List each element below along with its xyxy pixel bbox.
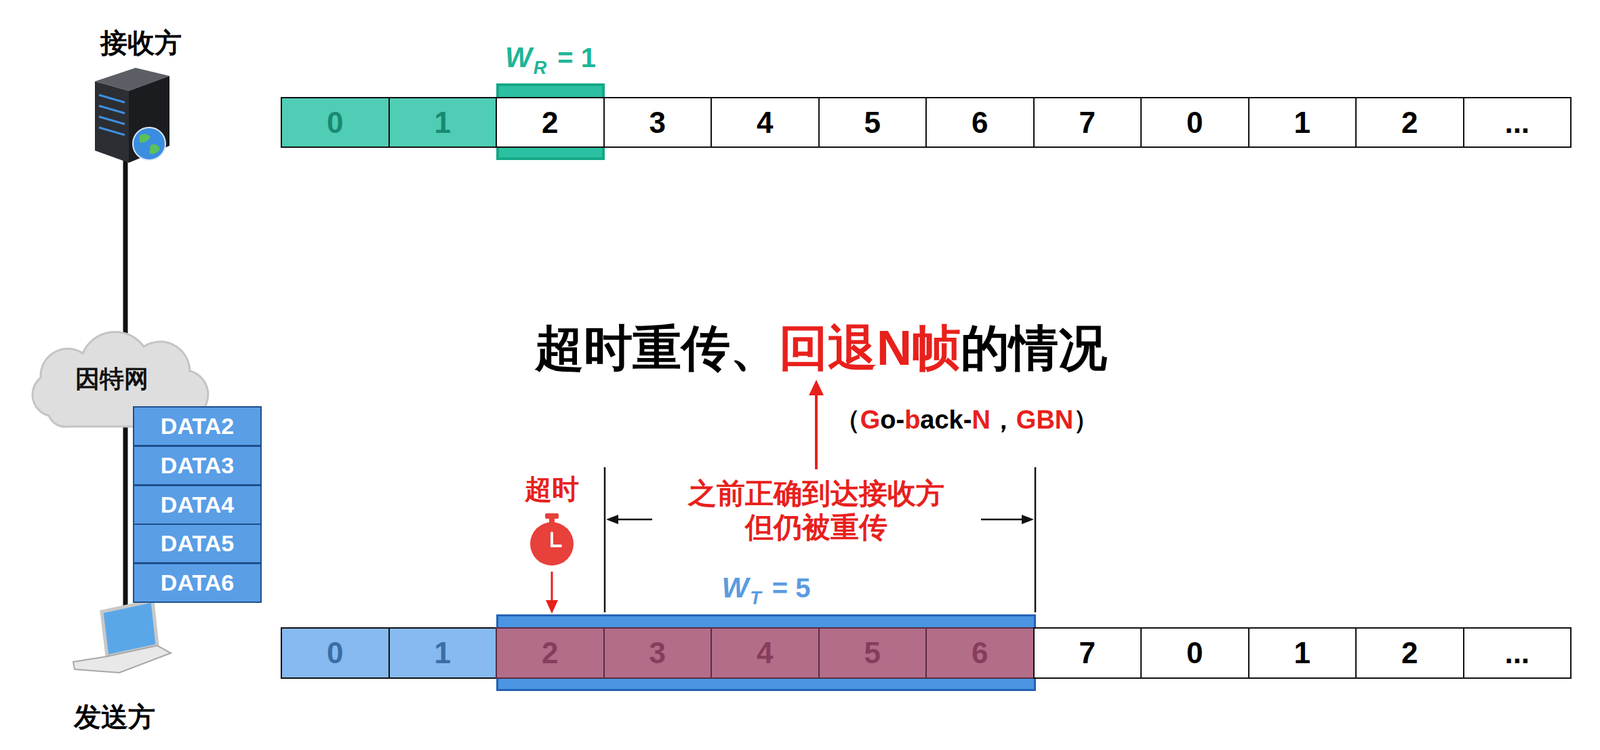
window-label: WT= 5 (498, 571, 1034, 605)
frame-number: 0 (326, 105, 344, 140)
bracket (604, 467, 1036, 613)
frame-number: ... (1504, 105, 1530, 140)
title-text: GBN (1016, 405, 1074, 435)
frame-number: 2 (1401, 105, 1418, 140)
sender-frame-cell: 0 (1140, 627, 1250, 679)
data-frame-box: DATA3 (132, 445, 262, 486)
frame-number: 1 (434, 635, 451, 670)
data-frame-label: DATA5 (160, 530, 234, 557)
title-text: ack- (920, 405, 972, 435)
receiver-frame-cell: 3 (603, 96, 713, 148)
frame-number: 4 (756, 635, 773, 670)
title-text: 的情况 (960, 315, 1108, 382)
title-text: （ (834, 402, 861, 438)
frame-number: 0 (326, 635, 344, 670)
frame-number: ... (1504, 635, 1530, 670)
title-text: ） (1073, 402, 1099, 438)
frame-number: 7 (1079, 635, 1096, 670)
frame-number: 4 (756, 105, 773, 140)
data-frame-box: DATA5 (132, 523, 262, 564)
receiver-frame-cell: 0 (280, 96, 390, 148)
receiver-frame-cell: 1 (388, 96, 498, 148)
sender-frame-cell: 2 (495, 627, 605, 679)
receiver-frame-cell: 6 (925, 96, 1035, 148)
timeout-label: 超时 (524, 470, 579, 508)
frame-number: 3 (649, 635, 666, 670)
window-subscript: R (533, 57, 548, 79)
sender-frame-cell: ... (1463, 627, 1573, 679)
title-text: 超时重传、 (534, 315, 779, 382)
data-frame-label: DATA3 (160, 452, 234, 479)
receiver-frame-cell: 2 (495, 96, 605, 148)
receiver-frame-cell: ... (1463, 96, 1573, 148)
frame-number: 2 (541, 635, 558, 670)
receiver-frame-cell: 2 (1355, 96, 1465, 148)
title-text: N (971, 405, 990, 435)
frame-number: 5 (864, 635, 881, 670)
window-size: = 1 (557, 42, 596, 74)
receiver-frame-cell: 7 (1033, 96, 1143, 148)
frame-number: 6 (971, 635, 988, 670)
receiver-label: 接收方 (100, 24, 182, 62)
title-text: G (860, 405, 881, 435)
title-text: o- (880, 405, 905, 435)
callout-arrow (808, 379, 824, 470)
frame-number: 1 (434, 105, 451, 140)
sender-frame-cell: 2 (1355, 627, 1465, 679)
frame-number: 3 (649, 105, 666, 140)
send-window: WT= 523456 (496, 614, 1036, 691)
window-symbol: W (505, 41, 533, 74)
sender-frame-cell: 5 (818, 627, 928, 679)
frame-number: 6 (971, 105, 988, 140)
title-text: ， (990, 402, 1017, 438)
window-size: = 5 (772, 572, 811, 604)
receiver-frame-cell: 1 (1248, 96, 1358, 148)
sender-frame-cell: 1 (388, 627, 498, 679)
sender-frame-cell: 7 (1033, 627, 1143, 679)
frame-number: 0 (1186, 105, 1203, 140)
window-subscript: T (749, 587, 762, 609)
title-subtitle: （Go-back-N，GBN） (834, 402, 1100, 438)
window-label: WR= 1 (498, 41, 603, 74)
frame-number: 0 (1186, 635, 1203, 670)
data-frame-label: DATA6 (160, 569, 234, 596)
data-frame-box: DATA4 (132, 484, 262, 525)
receiver-frame-cell: 4 (710, 96, 820, 148)
frame-number: 1 (1294, 635, 1311, 670)
receiver-frame-cell: 5 (818, 96, 928, 148)
receiver-frame-cell: 0 (1140, 96, 1250, 148)
callout-note: 之前正确到达接收方 但仍被重传 (680, 476, 952, 546)
sender-frame-cell: 0 (280, 627, 390, 679)
sender-label: 发送方 (73, 698, 156, 736)
server-icon (94, 67, 170, 163)
laptop-icon (73, 600, 171, 673)
frame-number: 5 (864, 105, 881, 140)
frame-number: 1 (1294, 105, 1311, 140)
frame-number: 2 (1401, 635, 1418, 670)
timeout-arrow (545, 571, 558, 614)
sender-frame-cell: 6 (925, 627, 1035, 679)
title-text: b (904, 405, 920, 435)
sender-frame-cell: 1 (1248, 627, 1358, 679)
sender-frame-cell: 4 (710, 627, 820, 679)
diagram-title: 超时重传、回退N帧的情况 (534, 315, 1108, 382)
receive-window: WR= 12 (496, 83, 605, 160)
frame-number: 2 (541, 105, 558, 140)
window-symbol: W (722, 571, 750, 605)
stopwatch-icon (530, 513, 574, 566)
data-frame-box: DATA2 (132, 406, 262, 447)
title-text: 回退N帧 (778, 315, 961, 382)
data-frame-box: DATA6 (132, 562, 262, 603)
cloud-label: 因特网 (47, 362, 177, 396)
sender-frame-cell: 3 (603, 627, 713, 679)
frame-number: 7 (1079, 105, 1096, 140)
data-frame-label: DATA2 (160, 412, 234, 440)
data-frame-label: DATA4 (160, 491, 234, 518)
